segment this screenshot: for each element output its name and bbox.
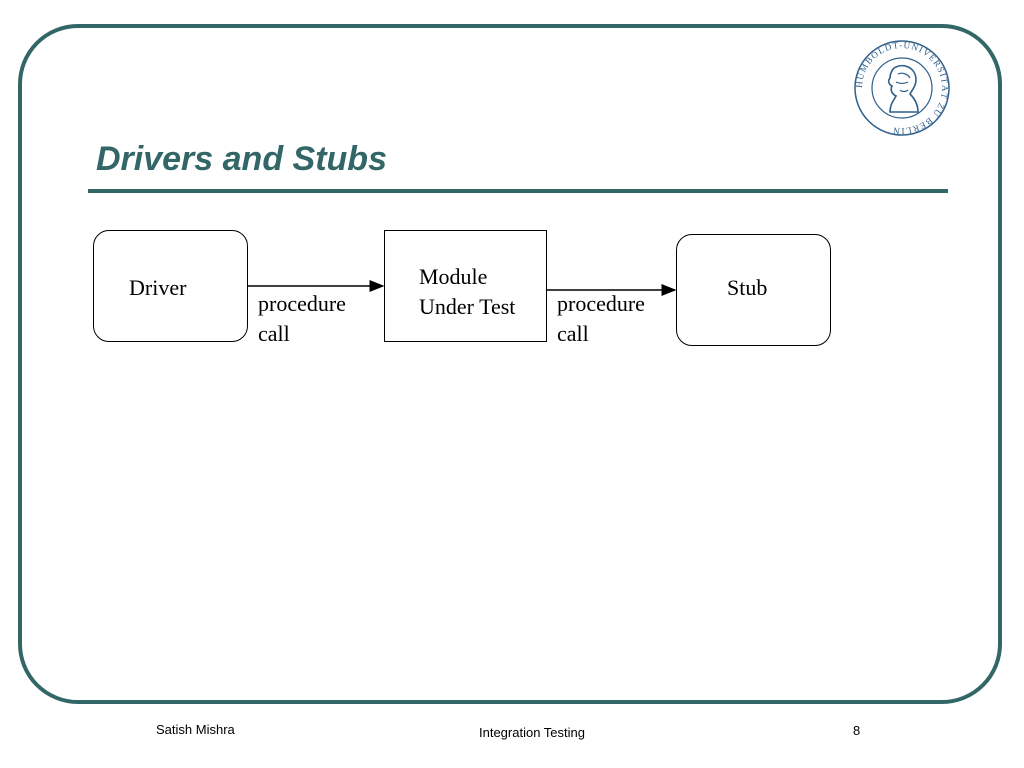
edge-label-driver-to-module: procedure call (258, 291, 346, 346)
footer-author: Satish Mishra (156, 722, 235, 737)
edge-label-module-to-stub: procedure call (557, 291, 645, 346)
module-under-test-label-line-2: Under Test (419, 294, 516, 319)
stub-node: Stub (676, 234, 831, 346)
stub-node-label: Stub (727, 275, 768, 300)
title-underline (88, 189, 948, 193)
driver-node-label: Driver (129, 275, 187, 300)
module-under-test-label-line-1: Module (419, 264, 488, 289)
module-under-test-label: Module Under Test (419, 262, 515, 322)
footer-topic: Integration Testing (479, 725, 585, 740)
slide-frame (18, 24, 1002, 704)
module-under-test-node: Module Under Test (384, 230, 547, 342)
slide-title: Drivers and Stubs (96, 140, 387, 178)
university-seal-icon: HUMBOLDT-UNIVERSITÄT ZU BERLIN (852, 38, 952, 138)
footer-page-number: 8 (853, 723, 861, 738)
driver-node: Driver (93, 230, 248, 342)
